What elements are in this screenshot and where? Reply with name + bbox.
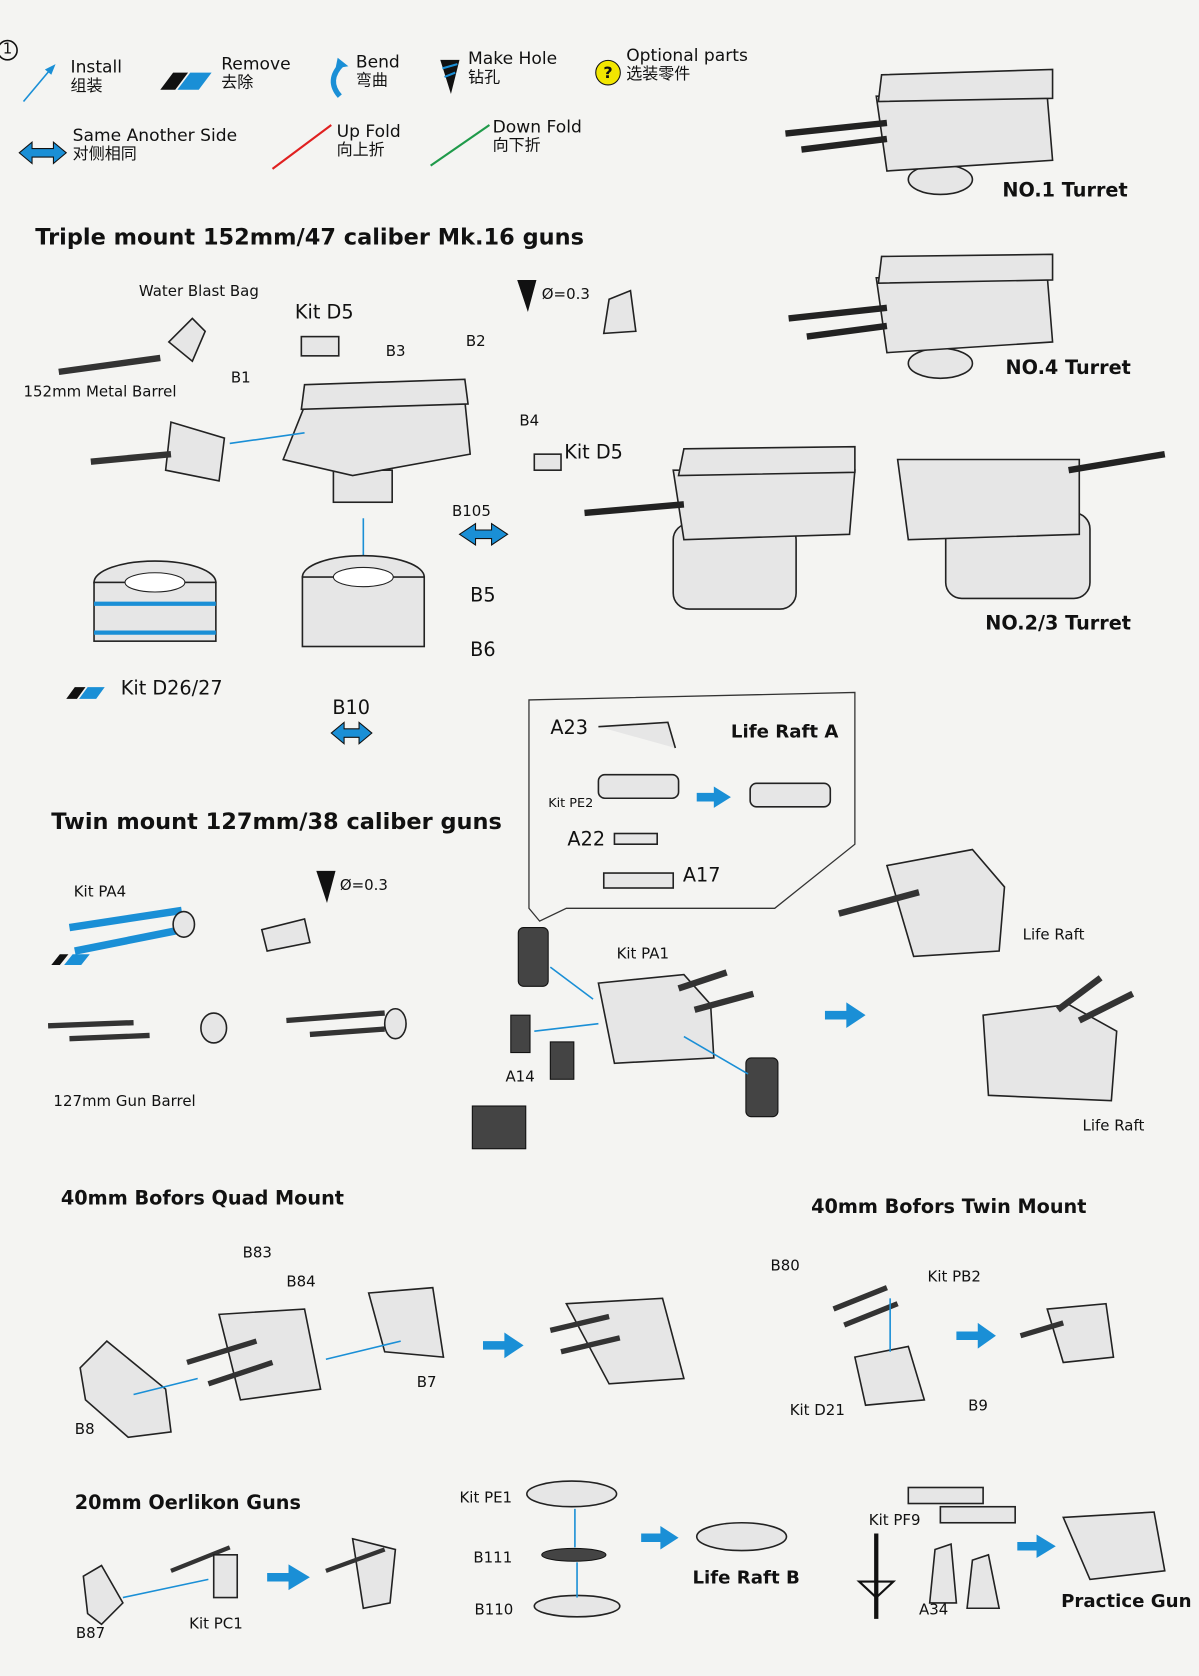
legend-make-hole-en: Make Hole	[468, 48, 558, 69]
legend-optional-en: Optional parts	[626, 44, 748, 66]
label-b80: B80	[770, 1257, 800, 1275]
life-raft-b-title: Life Raft B	[692, 1567, 800, 1590]
no23-turret-drawings	[584, 445, 1166, 610]
same-side-icon	[18, 140, 68, 165]
section-title-bofors-quad: 40mm Bofors Quad Mount	[60, 1187, 344, 1210]
label-life-raft-2: Life Raft	[1082, 1117, 1145, 1135]
twin-mount-assembly-drawing	[47, 848, 1135, 1150]
label-a23: A23	[550, 717, 588, 740]
life-raft-a-callout-box	[528, 691, 856, 922]
step-number: 1	[2, 40, 13, 58]
label-a34: A34	[918, 1601, 949, 1619]
label-b3: B3	[385, 343, 406, 361]
legend-install-en: Install	[70, 56, 123, 77]
optional-parts-icon: ?	[595, 59, 621, 86]
practice-gun-drawing	[856, 1486, 1166, 1619]
legend-up-fold-zh: 向上折	[336, 140, 385, 160]
legend-bend-zh: 弯曲	[355, 70, 388, 91]
legend-same-side-zh: 对侧相同	[72, 144, 137, 164]
legend-down-fold-zh: 向下折	[492, 136, 541, 156]
label-b87: B87	[75, 1625, 106, 1643]
bend-icon	[330, 57, 349, 98]
label-kit-pe2: Kit PE2	[548, 795, 594, 810]
up-fold-line-icon	[271, 124, 332, 170]
label-kit-d26-27: Kit D26/27	[120, 677, 223, 700]
oerlikon-drawing	[82, 1537, 397, 1626]
label-b9: B9	[968, 1397, 988, 1415]
practice-gun-title: Practice Gun	[1061, 1591, 1192, 1613]
bofors-quad-drawing	[79, 1286, 685, 1439]
no23-turret-label: NO.2/3 Turret	[985, 612, 1131, 635]
label-kit-pe1: Kit PE1	[459, 1489, 513, 1507]
label-b110: B110	[474, 1601, 514, 1619]
section-title-twin-mount: Twin mount 127mm/38 caliber guns	[51, 808, 502, 835]
legend-optional-zh: 选装零件	[626, 64, 691, 84]
legend-up-fold-en: Up Fold	[336, 120, 401, 142]
label-kit-d5-side: Kit D5	[564, 441, 623, 464]
life-raft-a-title: Life Raft A	[730, 721, 839, 743]
legend-same-side-en: Same Another Side	[72, 125, 238, 146]
label-b111: B111	[473, 1549, 513, 1567]
bofors-twin-drawing	[832, 1285, 1115, 1407]
label-b7: B7	[416, 1374, 437, 1392]
label-kit-d21: Kit D21	[789, 1402, 845, 1420]
label-kit-pa1: Kit PA1	[616, 945, 669, 963]
no4-turret-label: NO.4 Turret	[1005, 356, 1131, 380]
label-kit-pf9: Kit PF9	[868, 1512, 921, 1530]
remove-icon	[160, 72, 212, 90]
life-raft-b-drawing	[526, 1480, 788, 1618]
triple-mount-assembly-drawing	[58, 279, 637, 745]
label-b105: B105	[452, 503, 491, 521]
label-kit-pc1: Kit PC1	[189, 1615, 243, 1633]
label-a14: A14	[505, 1068, 535, 1086]
label-hole-size-1: Ø=0.3	[541, 286, 590, 304]
label-metal-barrel: 152mm Metal Barrel	[23, 383, 177, 401]
no1-turret-label: NO.1 Turret	[1002, 179, 1128, 202]
label-b83: B83	[242, 1244, 272, 1263]
label-b4: B4	[519, 412, 540, 430]
legend-down-fold-en: Down Fold	[492, 116, 582, 137]
label-hole-size-2: Ø=0.3	[339, 877, 388, 895]
label-gun-barrel: 127mm Gun Barrel	[53, 1093, 196, 1111]
label-b5: B5	[470, 584, 496, 607]
label-b8: B8	[74, 1421, 95, 1439]
legend-make-hole-zh: 钻孔	[468, 67, 501, 87]
section-title-bofors-twin: 40mm Bofors Twin Mount	[811, 1195, 1087, 1219]
section-title-oerlikon: 20mm Oerlikon Guns	[74, 1491, 301, 1515]
make-hole-icon	[440, 59, 460, 95]
no4-turret-drawing	[788, 253, 1054, 380]
legend-install-zh: 组装	[70, 76, 103, 96]
label-b2: B2	[465, 333, 486, 351]
life-raft-a-drawing	[597, 721, 832, 889]
label-b10: B10	[332, 696, 371, 720]
step-circle-icon	[0, 39, 18, 61]
label-b6: B6	[470, 639, 496, 662]
label-kit-pa4: Kit PA4	[73, 883, 127, 901]
label-b1: B1	[230, 369, 251, 387]
label-kit-d5-top: Kit D5	[294, 301, 354, 324]
install-arrow-icon	[22, 64, 56, 103]
no1-turret-drawing	[785, 68, 1054, 196]
down-fold-line-icon	[430, 124, 491, 167]
label-water-blast-bag: Water Blast Bag	[138, 283, 259, 301]
legend-remove-en: Remove	[221, 53, 291, 74]
label-a17: A17	[682, 864, 721, 887]
label-b84: B84	[286, 1273, 316, 1291]
label-kit-pb2: Kit PB2	[927, 1268, 981, 1286]
section-title-triple-mount: Triple mount 152mm/47 caliber Mk.16 guns	[35, 224, 584, 251]
label-life-raft-1: Life Raft	[1022, 926, 1085, 944]
label-a22: A22	[567, 828, 606, 851]
legend-remove-zh: 去除	[221, 73, 254, 93]
legend-bend-en: Bend	[355, 51, 400, 72]
